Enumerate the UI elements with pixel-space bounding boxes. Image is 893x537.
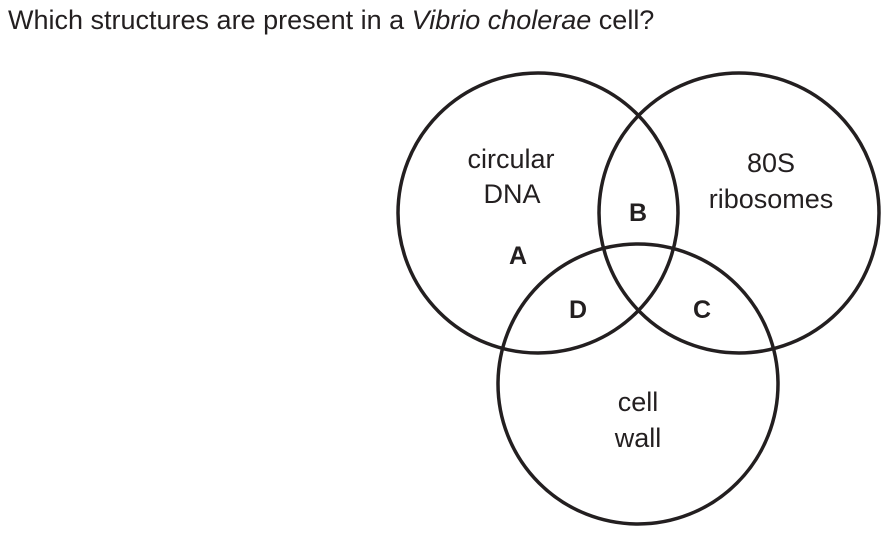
circle-cell-wall: [496, 242, 780, 526]
label-ribosomes-line2: ribosomes: [709, 184, 834, 214]
label-80s-line1: 80S: [747, 148, 795, 178]
region-label-c: C: [693, 296, 711, 324]
question-text: Which structures are present in a Vibrio…: [8, 2, 654, 38]
question-prefix: Which structures are present in a: [8, 5, 412, 35]
circle-circular-dna: [396, 71, 680, 355]
organism-name: Vibrio cholerae: [411, 5, 592, 35]
label-circular-dna-line2: DNA: [483, 179, 540, 209]
region-label-b: B: [629, 199, 647, 227]
label-wall-line2: wall: [614, 423, 662, 453]
region-label-d: D: [569, 296, 587, 324]
circle-80s-ribosomes: [597, 71, 881, 355]
label-cell-line1: cell: [618, 387, 659, 417]
question-suffix: cell?: [591, 5, 655, 35]
region-label-a: A: [509, 242, 527, 270]
label-circular-dna-line1: circular: [467, 144, 554, 174]
